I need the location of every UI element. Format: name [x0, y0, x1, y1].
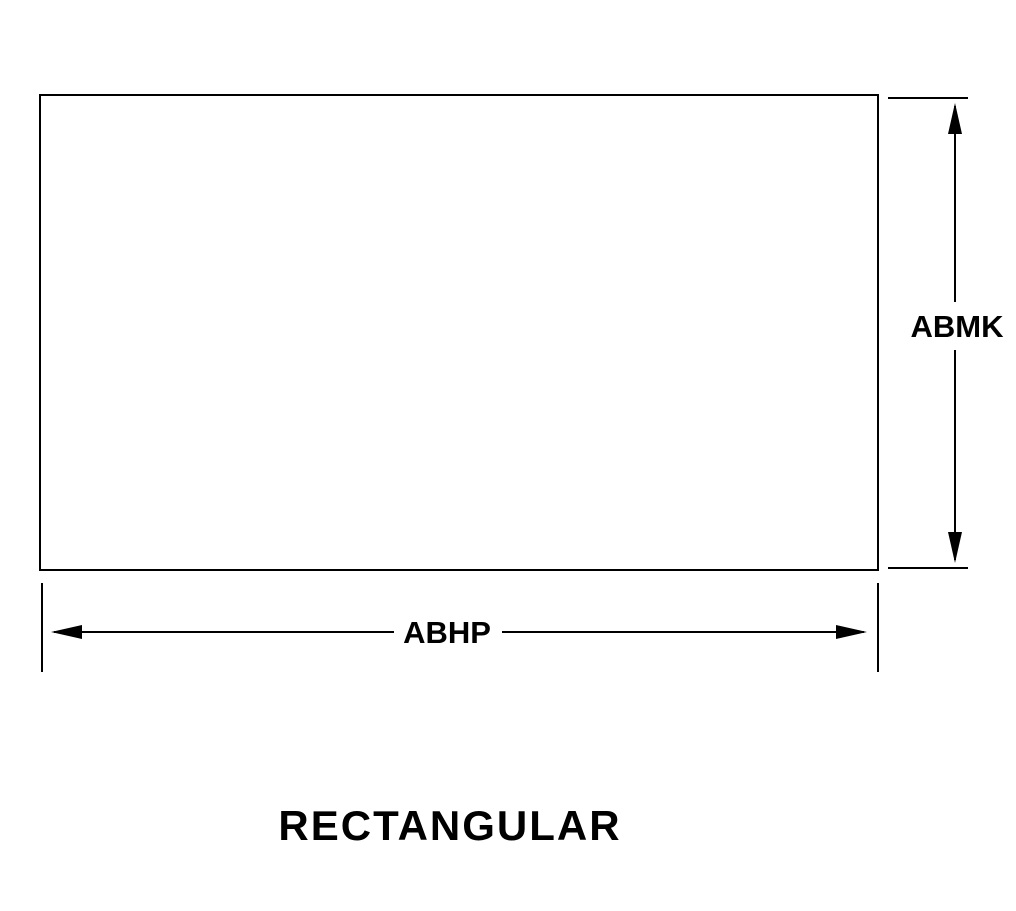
width-dimension-label: ABHP [403, 615, 491, 650]
height-dimension: ABMK [888, 97, 1005, 569]
arrowhead-right-icon [836, 625, 867, 639]
arrowhead-up-icon [948, 103, 962, 134]
rectangle-outline [39, 94, 879, 571]
height-dimension-label: ABMK [911, 309, 1005, 344]
arrowhead-left-icon [51, 625, 82, 639]
diagram-title: RECTANGULAR [278, 802, 621, 849]
arrowhead-down-icon [948, 532, 962, 563]
width-dimension: ABHP [41, 583, 879, 672]
